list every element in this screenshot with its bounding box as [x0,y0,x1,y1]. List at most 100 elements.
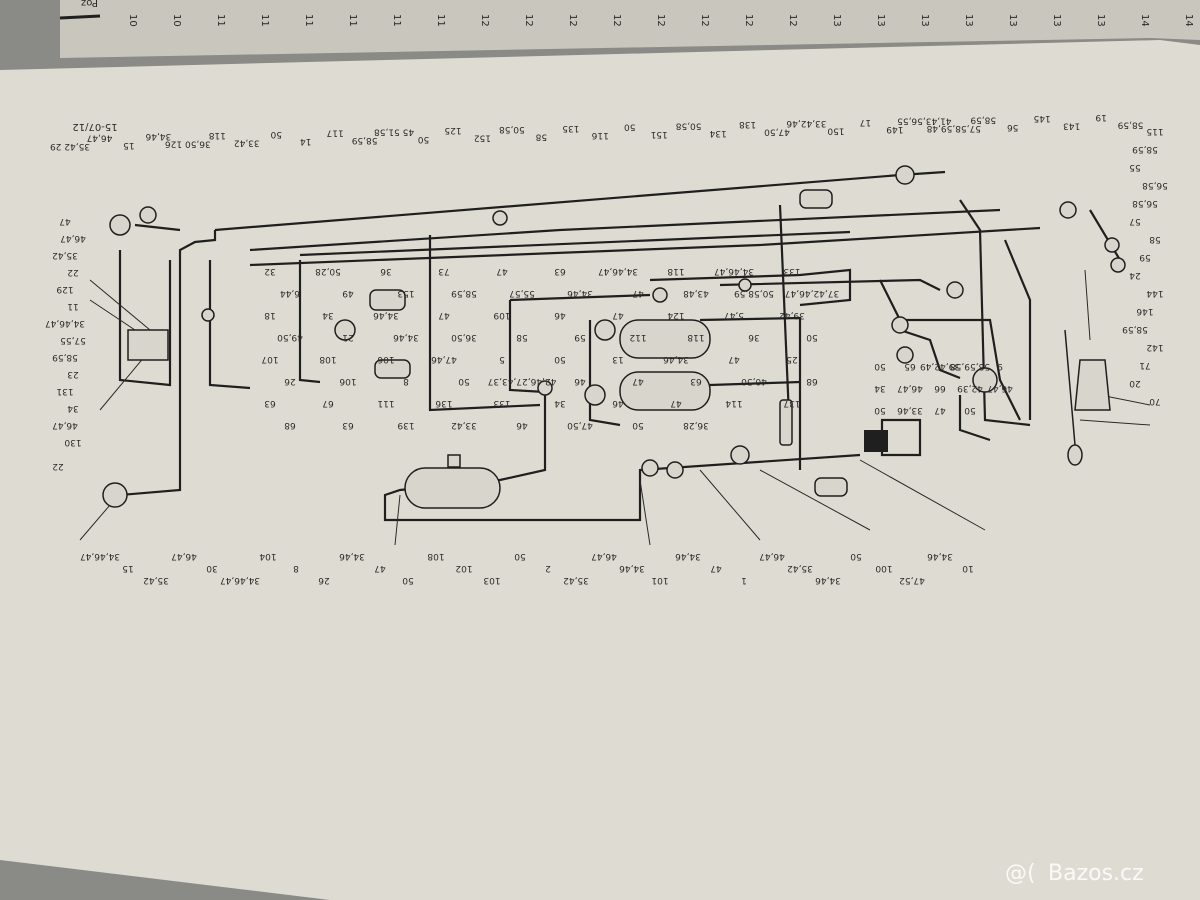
valve-small-2 [738,278,752,292]
part-label-bottom: 15 [122,563,133,573]
part-label-bottom: 47 [374,563,385,573]
components [102,165,1126,509]
part-label-bottom: 50 [402,575,414,585]
part-label-bottom: 108 [427,551,444,561]
pipe-left-box [118,250,172,387]
part-label-bottom: 35,42 [563,575,589,585]
part-label-right: 58,59,58 [950,361,990,371]
part-label-center: 36,28 [683,420,709,430]
part-label-right: 50 [874,405,886,415]
pipe-center-3 [588,320,621,427]
leader-4 [79,504,111,541]
part-label-center: 63 [554,266,565,276]
top-page-number: 14 [1183,14,1194,27]
valve-right-7 [1110,257,1126,273]
part-label-center: 111 [377,398,394,408]
pipe-right-3 [899,328,961,380]
part-label-right: 66 [934,383,946,393]
part-label-top: 118 [208,130,225,140]
part-label-left: 11 [67,301,78,311]
part-label-center: 34,46 [567,288,593,298]
part-label-top: 138 [739,119,756,129]
pipe-center-4 [699,316,802,470]
part-label-top: 47,50 [764,127,790,137]
part-label-bottom: 50 [514,551,526,561]
part-label-bottom: 30 [206,563,218,573]
part-label-center: 34 [554,398,566,408]
part-label-top: 15 [123,140,134,150]
part-label-left: 34,46,47 [45,318,85,328]
part-label-right: 33,46 [897,405,923,415]
part-label-center: 58,59 [451,288,477,298]
part-label-top: 41,43,56,55 [897,116,951,126]
part-label-center: 25 [786,354,797,364]
part-label-right: 47 [934,405,945,415]
part-label-center: 36 [380,266,392,276]
part-label-right: 71 [1139,360,1150,370]
part-label-top: 34,46 [145,131,171,141]
part-label-top: 58 [535,131,547,141]
part-label-top: 58,59 [351,135,377,145]
part-label-top: 56 [1007,122,1019,132]
pipe-center-7 [719,278,941,291]
part-label-bottom: 47 [710,563,721,573]
part-label-top: 134 [709,128,726,138]
part-label-top: 50,58 [499,124,525,134]
valve-right-4 [972,367,998,393]
part-label-left: 23 [67,369,78,379]
part-label-top: 58,59 [1117,119,1143,129]
valve-top-left-2 [139,206,157,224]
part-label-center: 50 [554,354,566,364]
control-valve-left [127,329,169,361]
leader-9 [859,459,986,531]
part-label-center: 50 [632,420,644,430]
top-page-number: 11 [259,14,270,27]
part-label-top: 145 [1034,113,1051,123]
part-label-center: 59 [574,332,586,342]
part-label-bottom: 46,47 [759,551,785,561]
valve-bottom-1 [641,459,659,477]
document-code: 15-07/12 [72,121,117,132]
part-label-top: 50 [624,122,636,132]
part-label-left: 57,55 [60,335,86,345]
part-label-right: 9 [997,361,1003,371]
part-label-bottom: 46,47 [171,551,197,561]
part-label-center: 36 [748,332,760,342]
part-label-center: 58 [516,332,528,342]
valve-center-1 [594,319,616,341]
part-label-center: 34,46 [373,310,399,320]
part-label-right: 57 [1129,216,1140,226]
valve-center-4 [537,380,553,396]
top-page-number: 13 [875,14,886,27]
valve-right-3 [896,346,914,364]
leader-8 [759,469,871,531]
top-page-number: 13 [1095,14,1106,27]
part-label-bottom: 34,46 [619,563,645,573]
part-label-left: 131 [56,386,73,396]
part-label-center: 118 [687,332,704,342]
part-label-center: 49 [342,288,354,298]
part-label-bottom: 1 [741,575,747,585]
part-label-top: 143 [1063,121,1080,131]
top-page-number: 13 [1007,14,1018,27]
part-label-center: 33,42 [451,420,477,430]
part-label-bottom: 34,46 [339,551,365,561]
part-label-right: 46,47 [987,383,1013,393]
pipe-bottom-loop [383,392,861,522]
part-label-center: 8 [403,376,409,386]
valve-right-1 [946,281,964,299]
part-label-right: 20 [1129,378,1141,388]
valve-bottom-2 [666,461,684,479]
part-label-top: 19 [1095,112,1107,122]
part-label-center: 55,57 [509,288,535,298]
part-label-center: 49,50 [277,332,303,342]
valve-center-3 [652,287,668,303]
part-label-right: 55 [1129,162,1140,172]
part-label-center: 47 [632,288,643,298]
part-label-right: 50 [874,361,886,371]
top-page-number: 12 [523,14,534,27]
top-page-number: 13 [919,14,930,27]
part-label-right: 59 [1139,252,1151,262]
part-label-center: 36,50 [451,332,477,342]
